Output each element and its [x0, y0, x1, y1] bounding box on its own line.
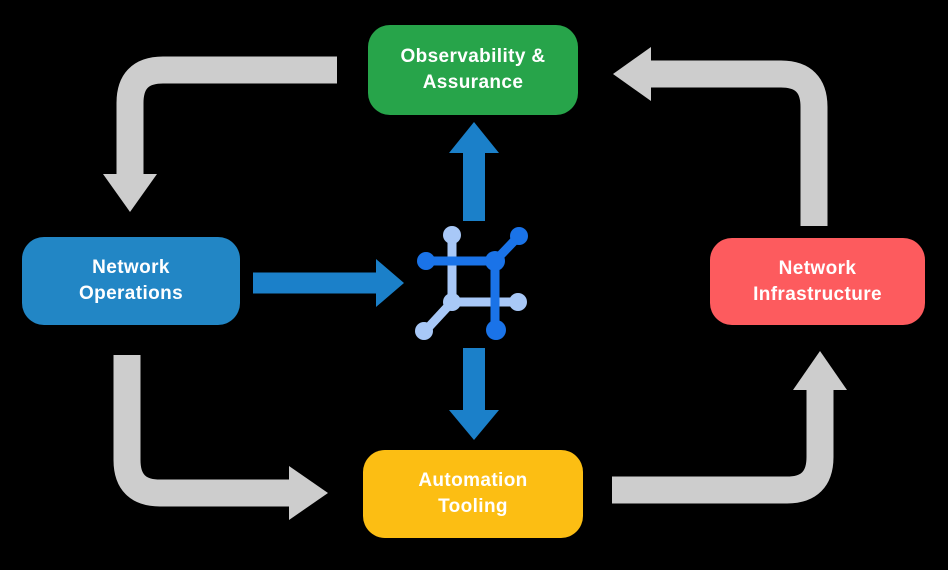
arrowhead-up-icon [449, 122, 499, 153]
node-label-line: Assurance [422, 72, 524, 93]
arrow-observability-to-operations [103, 56, 337, 212]
node-label-line: Operations [78, 283, 184, 304]
node-network-operations: Network Operations [22, 237, 240, 325]
arrowhead-right-icon [289, 466, 328, 520]
arrow-automation-to-infrastructure [612, 351, 847, 504]
mesh-node-bottom-left [415, 322, 433, 340]
arrowhead-left-icon [613, 47, 651, 101]
mesh-node-left [417, 252, 435, 270]
mesh-node-top [443, 226, 461, 244]
arrow-operations-to-automation [113, 355, 328, 520]
network-mesh-icon [415, 226, 528, 340]
node-label-line: Automation [418, 470, 528, 491]
node-label: Network Infrastructure [753, 256, 882, 308]
arrow-infrastructure-to-observability [613, 47, 828, 226]
arrowhead-up-icon [793, 351, 847, 390]
arrowhead-down-icon [103, 174, 157, 212]
arrow-operations-to-hub [253, 259, 404, 307]
mesh-node-right [509, 293, 527, 311]
node-label: Automation Tooling [418, 468, 527, 520]
mesh-node-tr-corner [485, 251, 505, 271]
arrow-hub-to-automation [449, 348, 499, 440]
node-label-line: Network [778, 257, 857, 279]
arrowhead-right-icon [376, 259, 404, 307]
arrow-shaft [116, 56, 337, 176]
mesh-node-bl-corner [443, 293, 461, 311]
arrow-hub-to-observability [449, 122, 499, 221]
node-observability-assurance: Observability & Assurance [368, 25, 578, 115]
arrow-shaft [113, 355, 291, 507]
mesh-node-top-right [510, 227, 528, 245]
node-label: Network Operations [79, 255, 183, 307]
arrow-shaft [612, 389, 834, 504]
node-network-infrastructure: Network Infrastructure [710, 238, 925, 325]
arrowhead-down-icon [449, 410, 499, 440]
arrow-shaft [651, 60, 828, 226]
node-label: Observability & Assurance [400, 44, 545, 96]
mesh-node-bottom [486, 320, 506, 340]
node-label-line: Tooling [438, 496, 508, 517]
node-automation-tooling: Automation Tooling [363, 450, 583, 538]
node-label-line: Infrastructure [753, 283, 882, 305]
node-label-line: Observability & [400, 46, 546, 67]
node-label-line: Network [92, 257, 170, 278]
